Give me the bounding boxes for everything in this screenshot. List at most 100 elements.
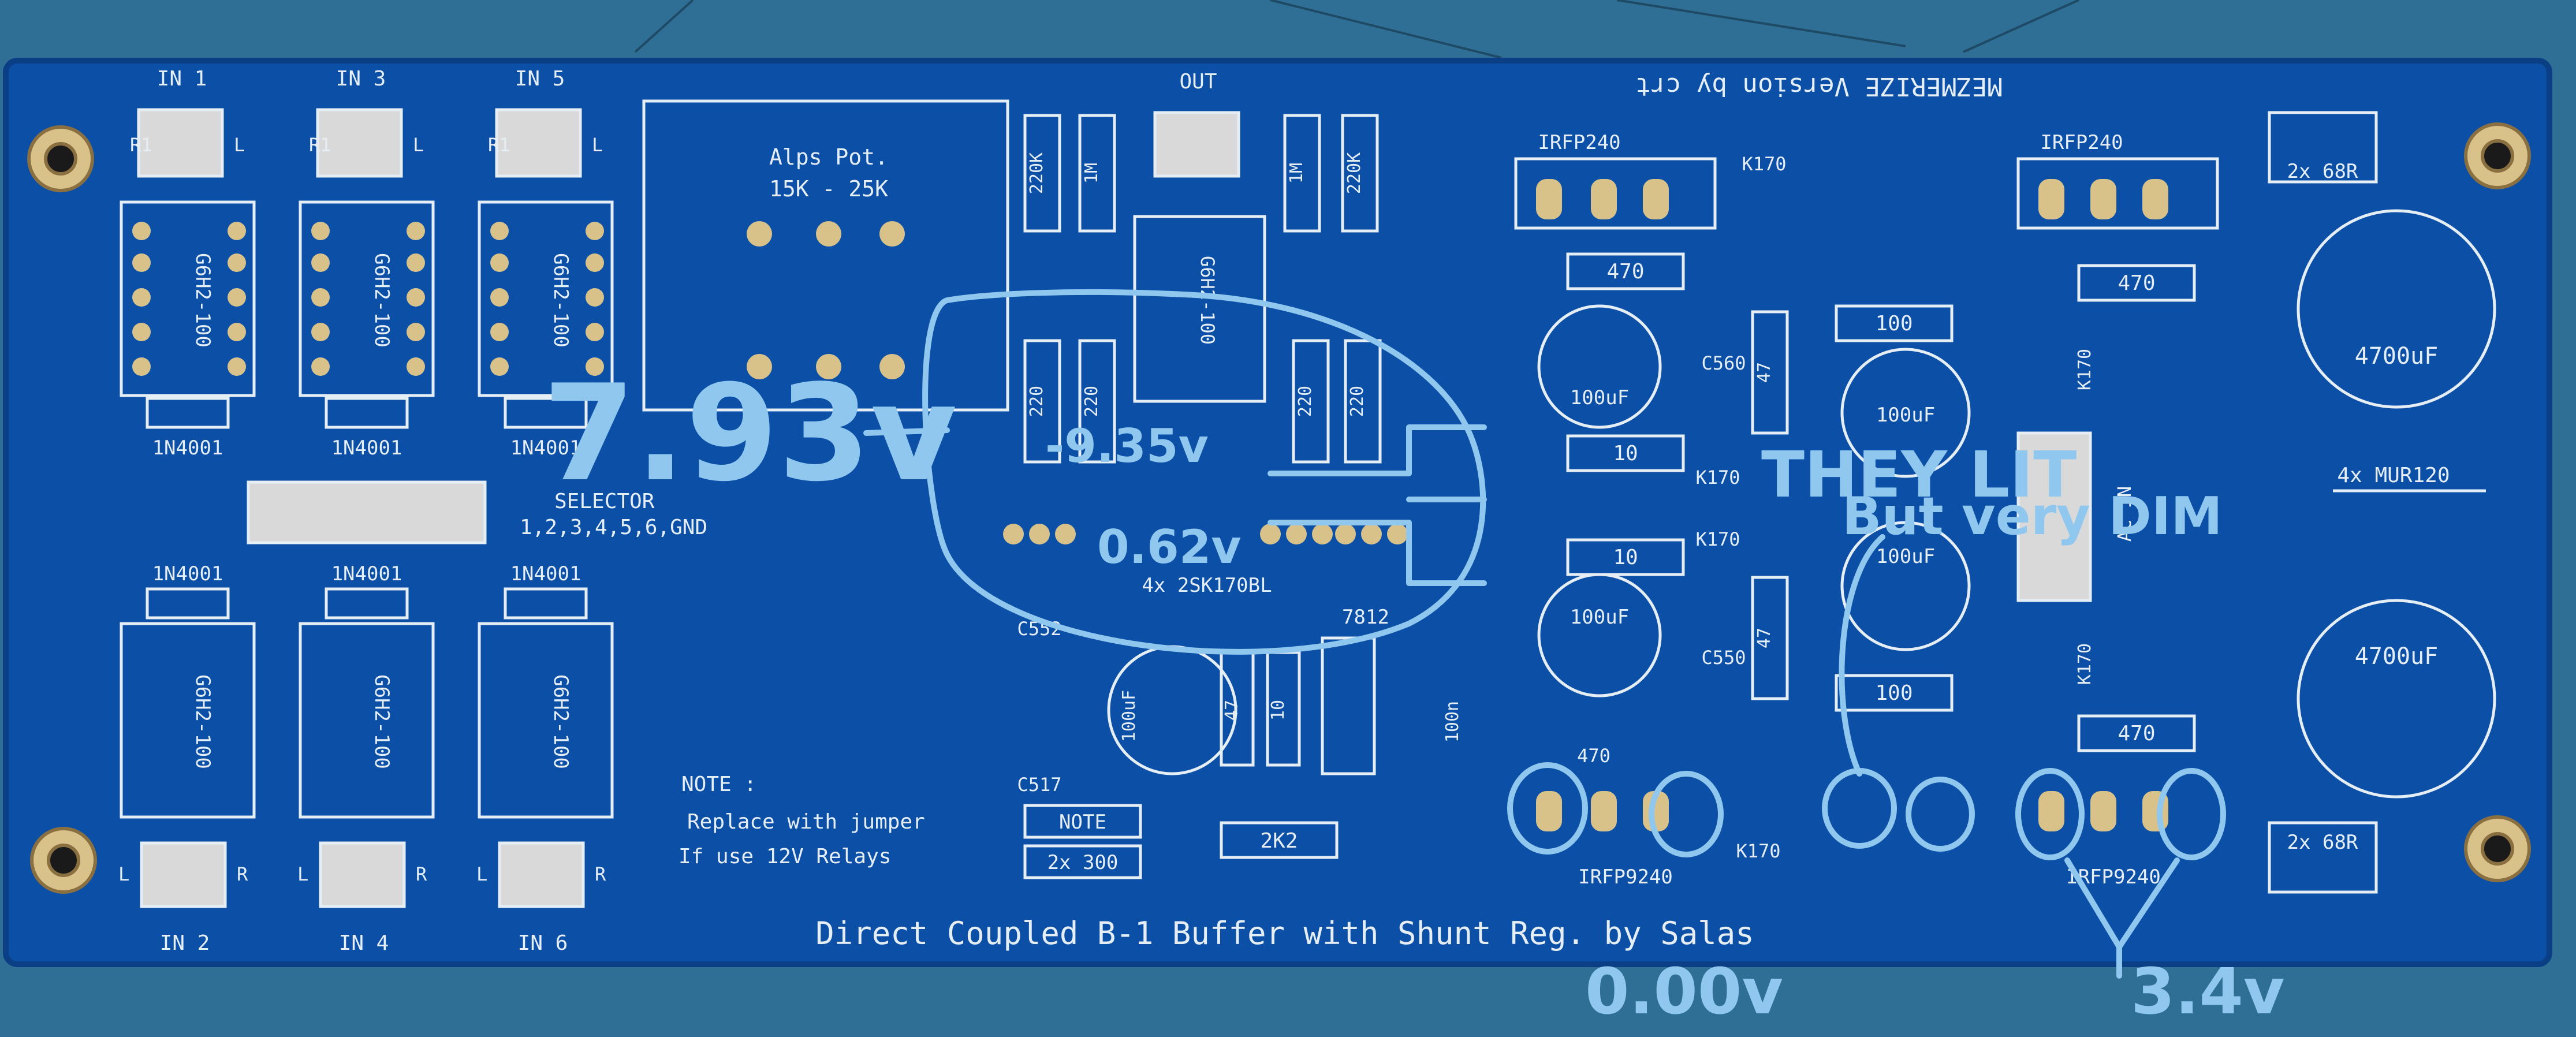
label-l-b: L (413, 134, 424, 156)
cap-100uf-b: 100uF (1570, 606, 1629, 629)
cap-100uf-reg-label: 100uF (1119, 690, 1139, 742)
relay-out (1133, 215, 1266, 403)
pot-label-2: 15K - 25K (769, 176, 888, 202)
res-220k-right: 220K (1344, 152, 1365, 194)
note-they-lit: THEY LIT (1761, 438, 2077, 512)
mur-label: 4x MUR120 (2337, 464, 2450, 487)
res-220-d: 220 (1347, 386, 1367, 417)
right-caps (1537, 209, 2496, 799)
res-68r-top (2268, 111, 2378, 184)
jfet-pads (1003, 524, 1408, 544)
cap-4700uf-b: 4700uF (2355, 643, 2439, 670)
res-100-a: 100 (1875, 312, 1913, 335)
label-in5: IN 5 (515, 67, 565, 91)
circle-annotation (922, 289, 1486, 655)
footer-title: Direct Coupled B-1 Buffer with Shunt Reg… (815, 915, 1754, 952)
label-r-bot-a: R (237, 863, 248, 885)
irfp240-right-label: IRFP240 (2040, 131, 2123, 154)
k170-label-e: K170 (2075, 349, 2095, 390)
diode-label-4: 1N4001 (331, 562, 402, 585)
res-470-b: 470 (2118, 271, 2155, 295)
res-47-b: 47 (1754, 628, 1775, 648)
irfp9240-left-label: IRFP9240 (1578, 866, 1673, 889)
label-in6: IN 6 (518, 931, 568, 955)
res-2k2-label: 2K2 (1260, 829, 1298, 853)
regulator-label: 7812 (1342, 606, 1389, 629)
relay-label-out: G6H2-100 (1196, 256, 1218, 345)
label-r1-c: R1 (488, 134, 510, 156)
relays-top (120, 200, 614, 397)
diode-label-2: 1N4001 (152, 562, 223, 585)
note-box (1023, 804, 1142, 839)
label-r-bot-c: R (595, 863, 606, 885)
handwriting-overlay (863, 289, 2226, 979)
pointer-line (1839, 534, 1885, 777)
arrow-line-1 (863, 427, 950, 436)
res-47-reg: 47 (1222, 700, 1242, 721)
note-line-2: Replace with jumper (687, 810, 925, 834)
right-resistors (1566, 252, 2196, 752)
res-10-b: 10 (1613, 546, 1638, 569)
label-l-bot-b: L (297, 863, 308, 885)
cap-100n: 100n (1442, 701, 1463, 743)
mosfet-pads (1536, 179, 2168, 831)
cap-c517: C517 (1017, 774, 1061, 796)
diodes-bottom (146, 587, 588, 620)
label-l-bot-c: L (476, 863, 487, 885)
relay-label-5: G6H2-100 (549, 253, 572, 348)
label-l-a: L (234, 134, 245, 156)
header-title: MEZMERIZE Version by crt (1635, 72, 2003, 101)
res-220-c: 220 (1295, 386, 1315, 417)
pot-pads (747, 221, 905, 379)
label-in1: IN 1 (157, 67, 207, 91)
res-220-a: 220 (1027, 386, 1047, 417)
bracket-line-1 (1268, 424, 1487, 476)
k170-label-a: K170 (1742, 153, 1786, 175)
note-line-1: NOTE : (681, 773, 756, 796)
k170-label-d: K170 (1736, 840, 1780, 862)
res-68r-top-label: 2x 68R (2287, 160, 2358, 183)
k170-label-c: K170 (1695, 528, 1740, 550)
cap-4700uf-a: 4700uF (2355, 343, 2439, 370)
relay-label-6: G6H2-100 (549, 674, 572, 769)
note-line-3: If use 12V Relays (679, 845, 891, 868)
res-47-a: 47 (1754, 362, 1775, 383)
relay-label-4: G6H2-100 (370, 674, 393, 769)
relay-pads-top (132, 222, 604, 376)
mat-grid-lines (634, 0, 2079, 59)
note-very-dim: But very DIM (1842, 486, 2223, 547)
res-300-box (1023, 844, 1142, 879)
res-220-b: 220 (1082, 386, 1102, 417)
label-l-c: L (592, 134, 603, 156)
res-100-b: 100 (1875, 681, 1913, 705)
res-300-label: 2x 300 (1047, 851, 1119, 874)
mounting-holes (27, 122, 2531, 894)
k170-label-b: K170 (1695, 467, 1740, 488)
relay-label-3: G6H2-100 (370, 253, 393, 348)
res-1m-left: 1M (1082, 163, 1102, 184)
ac-in-connector (2016, 431, 2092, 602)
res-220k-left: 220K (1027, 152, 1047, 194)
voltage-neg-9-35: -9.35v (1045, 419, 1209, 473)
diode-label-3: 1N4001 (331, 437, 402, 460)
pot-outline (642, 99, 1009, 412)
cap-100uf-a: 100uF (1570, 386, 1629, 409)
irfp240-right (2016, 157, 2219, 230)
relay-label-2: G6H2-100 (191, 674, 214, 769)
selector-label-2: 1,2,3,4,5,6,GND (520, 516, 707, 539)
voltage-3-4: 3.4v (2131, 954, 2285, 1028)
relay-label-1: G6H2-100 (191, 253, 214, 348)
label-out: OUT (1179, 70, 1217, 94)
label-in3: IN 3 (336, 67, 386, 91)
res-470-d: 470 (1577, 745, 1611, 767)
irfp240-left-label: IRFP240 (1538, 131, 1620, 154)
res-1m-right: 1M (1287, 163, 1307, 184)
label-r1-b: R1 (309, 134, 331, 156)
pcb-board (6, 61, 2549, 964)
res-68r-bottom-label: 2x 68R (2287, 831, 2358, 854)
voltage-0-00: 0.00v (1585, 954, 1783, 1028)
diodes-top (146, 397, 588, 429)
label-in2: IN 2 (160, 931, 210, 955)
